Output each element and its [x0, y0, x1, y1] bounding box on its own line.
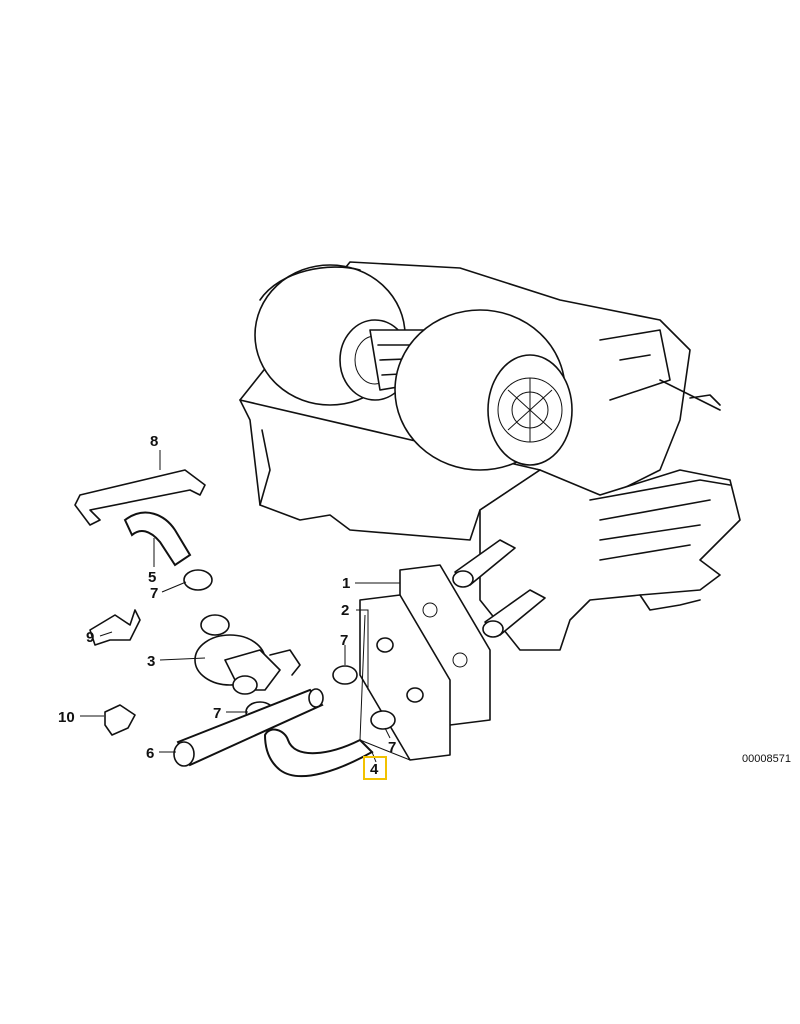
callout-1[interactable]: 1 — [342, 575, 350, 592]
hose-clamp-7-plate-lower — [370, 710, 396, 730]
callout-4-highlight — [363, 756, 387, 780]
callout-7-a[interactable]: 7 — [150, 585, 158, 602]
callout-2[interactable]: 2 — [341, 602, 349, 619]
callout-8[interactable]: 8 — [150, 433, 158, 450]
callout-4[interactable]: 4 — [370, 761, 379, 778]
heater-housing — [239, 261, 741, 651]
callout-6[interactable]: 6 — [146, 745, 154, 762]
callout-7-b[interactable]: 7 — [213, 705, 221, 722]
callout-5[interactable]: 5 — [148, 569, 156, 586]
callout-labels: 8 5 7 9 3 7 10 6 1 2 7 7 4 — [58, 433, 396, 780]
seal-plates — [359, 564, 491, 761]
diagram-reference-number: 00008571 — [742, 753, 791, 765]
callout-9[interactable]: 9 — [86, 629, 94, 646]
callout-7-c[interactable]: 7 — [340, 632, 348, 649]
clip-10 — [104, 704, 136, 736]
plate-2 — [359, 594, 451, 761]
callout-10[interactable]: 10 — [58, 709, 75, 726]
hose-5 — [123, 511, 192, 567]
water-valve-3 — [194, 614, 301, 695]
callout-3[interactable]: 3 — [147, 653, 155, 670]
hose-4 — [263, 728, 374, 778]
hose-clamp-7-upper — [183, 569, 213, 591]
clip-9 — [89, 609, 141, 646]
callout-7-d[interactable]: 7 — [388, 739, 396, 756]
hose-clamp-7-plate-upper — [332, 665, 358, 685]
bracket-8 — [74, 469, 206, 526]
